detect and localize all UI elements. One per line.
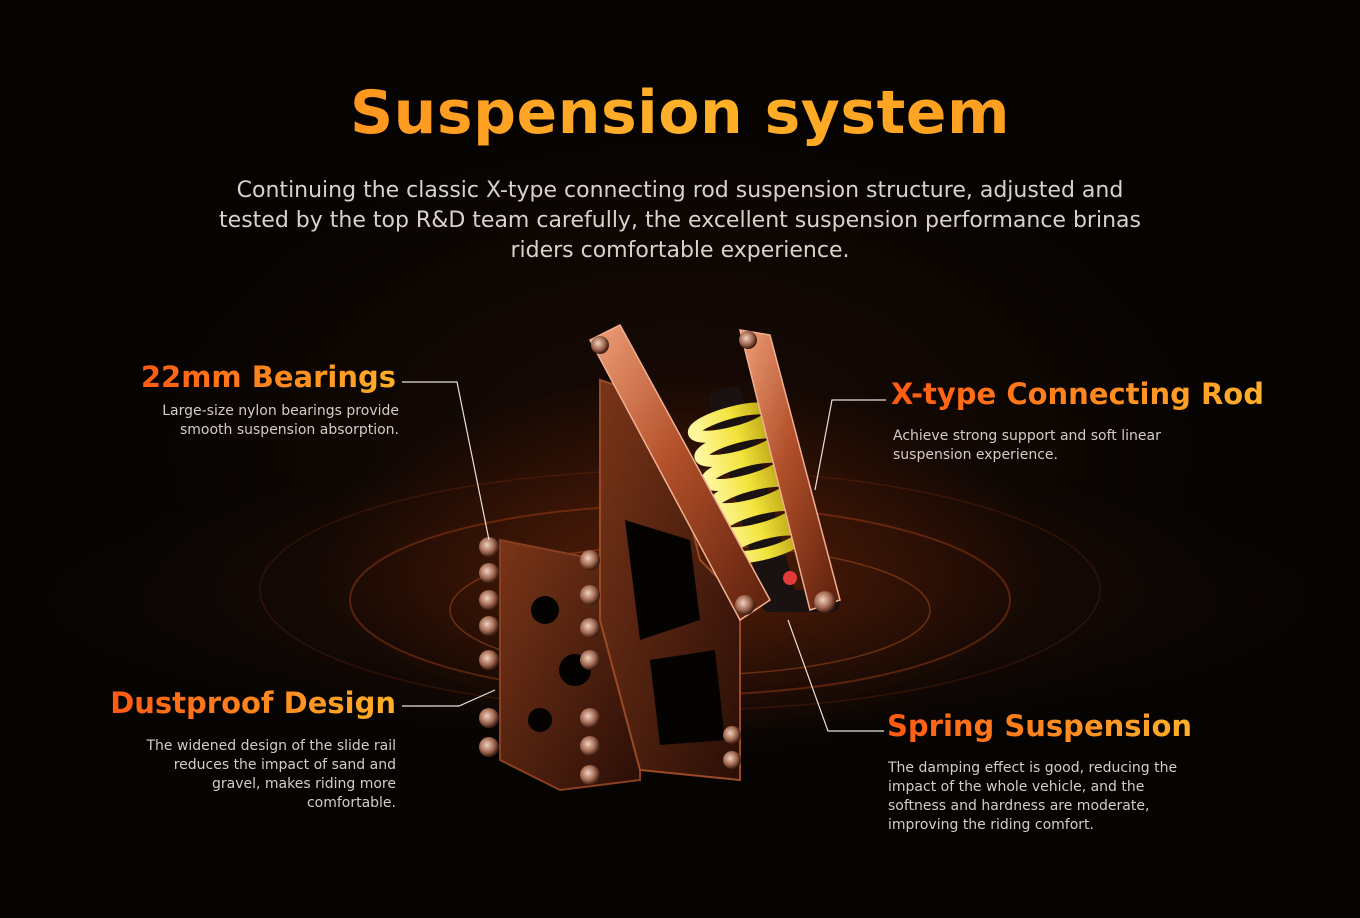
bolt-column-middle bbox=[580, 550, 600, 785]
feature-dustproof-description: The widened design of the slide rail red… bbox=[146, 738, 396, 811]
feature-bearings-description: Large-size nylon bearings provide smooth… bbox=[162, 403, 399, 438]
main-frame-plate bbox=[599, 378, 741, 782]
feature-dustproof-title: Dustproof Design bbox=[110, 686, 396, 720]
bolt-column-left bbox=[479, 537, 499, 757]
page-subtitle: Continuing the classic X-type connecting… bbox=[219, 178, 1141, 263]
callout-line-dustproof bbox=[402, 689, 496, 707]
callout-line-spring bbox=[787, 619, 884, 732]
feature-connecting-rod-title: X-type Connecting Rod bbox=[891, 377, 1264, 411]
feature-spring-description: The damping effect is good, reducing the… bbox=[888, 760, 1178, 833]
bolt-column-right bbox=[723, 726, 741, 769]
callout-lines bbox=[402, 381, 886, 732]
feature-bearings-title: 22mm Bearings bbox=[140, 360, 396, 394]
callout-line-connecting-rod bbox=[814, 399, 886, 491]
page-title: Suspension system bbox=[0, 78, 1360, 148]
connecting-rod-left bbox=[588, 324, 771, 622]
feature-connecting-rod-description: Achieve strong support and soft linear s… bbox=[893, 428, 1161, 463]
feature-spring-title: Spring Suspension bbox=[887, 709, 1193, 743]
connecting-rod-right bbox=[738, 329, 841, 613]
callout-line-bearings bbox=[402, 381, 490, 541]
